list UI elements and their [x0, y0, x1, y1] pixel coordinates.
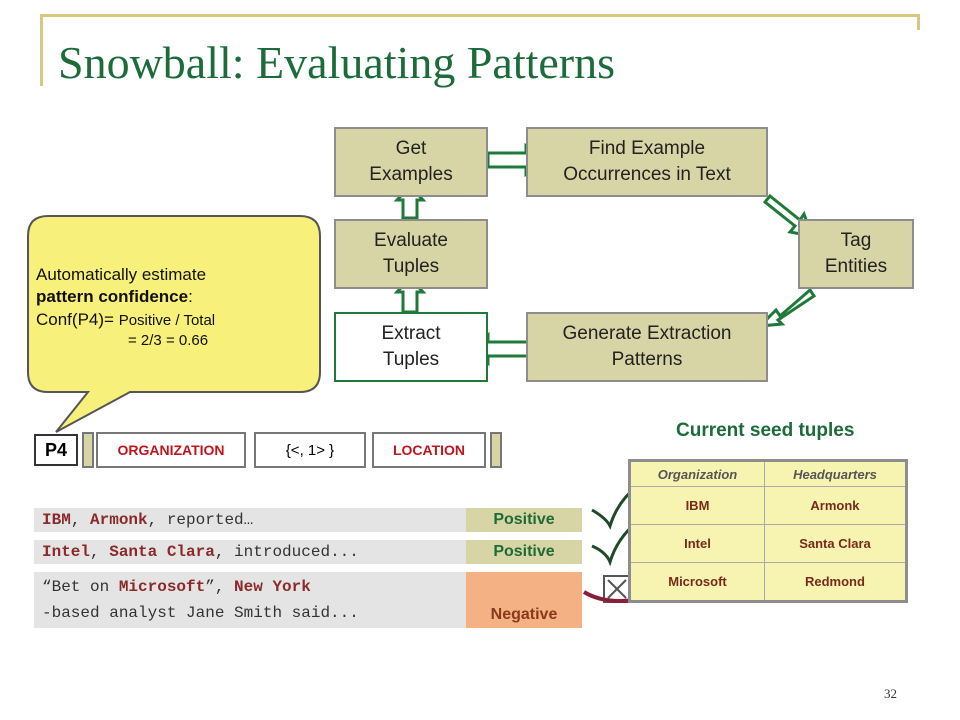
- seed-cell-hq: Santa Clara: [763, 524, 908, 563]
- flow-find-occurrences: Find Example Occurrences in Text: [526, 127, 768, 197]
- slide-title: Snowball: Evaluating Patterns: [58, 37, 616, 88]
- frame-line-horizontal: [40, 14, 920, 17]
- example-row-1: IBM, Armonk, reported…: [34, 508, 466, 532]
- seed-header-headquarters: Headquarters: [763, 460, 908, 487]
- callout-bubble: [27, 215, 321, 433]
- seed-header-organization: Organization: [629, 460, 765, 487]
- pattern-right-context: [490, 432, 502, 468]
- table-row: IBM Armonk: [629, 486, 908, 525]
- frame-line-right: [917, 14, 920, 30]
- pattern-organization-slot: ORGANIZATION: [96, 432, 246, 468]
- pattern-left-context: [82, 432, 94, 468]
- callout-line-1: Automatically estimate: [36, 265, 207, 284]
- seed-table: Organization Headquarters IBM Armonk Int…: [628, 459, 908, 603]
- cross-box-icon: [603, 575, 631, 603]
- seed-cell-org: Microsoft: [629, 562, 765, 602]
- seed-cell-hq: Armonk: [763, 486, 908, 525]
- table-row: Microsoft Redmond: [629, 562, 908, 602]
- flow-generate-patterns: Generate Extraction Patterns: [526, 312, 768, 382]
- table-row: Intel Santa Clara: [629, 524, 908, 563]
- seed-cell-hq: Redmond: [763, 562, 908, 602]
- seed-cell-org: Intel: [629, 524, 765, 563]
- example-label-negative: Negative: [466, 572, 582, 628]
- callout-line-2: pattern confidence:: [36, 287, 193, 307]
- pattern-id-label: P4: [34, 434, 78, 466]
- seed-table-header: Organization Headquarters: [629, 460, 908, 487]
- example-row-3: “Bet on Microsoft”, New York -based anal…: [34, 572, 466, 628]
- pattern-location-slot: LOCATION: [372, 432, 486, 468]
- arrow-tag-to-generate-icon: [756, 287, 817, 328]
- seed-table-title: Current seed tuples: [676, 420, 855, 441]
- page-number: 32: [884, 686, 897, 701]
- callout-text: Automatically estimate pattern confidenc…: [36, 264, 326, 351]
- flow-get-examples: Get Examples: [334, 127, 488, 197]
- callout-line-3: Conf(P4)= Positive / Total: [36, 309, 216, 329]
- flow-evaluate-tuples: Evaluate Tuples: [334, 219, 488, 289]
- seed-cell-org: IBM: [629, 486, 765, 525]
- callout-line-4: = 2/3 = 0.66: [128, 332, 209, 350]
- frame-line-vertical: [40, 14, 43, 86]
- flow-extract-tuples: Extract Tuples: [334, 312, 488, 382]
- pattern-middle-context: {<, 1> }: [254, 432, 366, 468]
- flow-tag-entities: Tag Entities: [798, 219, 914, 289]
- example-label-positive: Positive: [466, 540, 582, 564]
- example-label-positive: Positive: [466, 508, 582, 532]
- example-row-2: Intel, Santa Clara, introduced...: [34, 540, 466, 564]
